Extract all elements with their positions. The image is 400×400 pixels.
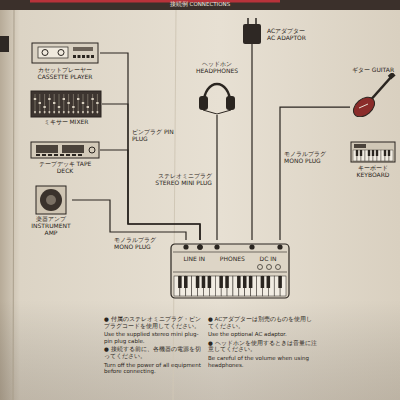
plug-label: モノラルプラグ MONO PLUG <box>284 150 334 164</box>
cable <box>100 150 200 240</box>
device-label: PHONES <box>220 255 245 262</box>
cassette-player: カセットプレーヤー CASSETTE PLAYER <box>30 40 100 80</box>
header-bar <box>0 0 400 10</box>
notes-column: ● 付属のステレオミニプラグ・ピンプラグコードを使用してください。 Use the… <box>104 316 202 377</box>
headphones: ヘッドホン HEADPHONES <box>192 60 242 114</box>
fold-line <box>173 10 176 400</box>
plug-label: ステレオミニプラグ STEREO MINI PLUG <box>150 172 212 186</box>
ac-adaptor: ACアダプター AC ADAPTOR <box>240 18 313 50</box>
cable <box>216 114 217 240</box>
note-text: Use the supplied stereo mini plug-pin pl… <box>104 331 202 344</box>
instrument-amp: 楽器アンプ INSTRUMENT AMP <box>30 185 72 237</box>
note-text: Turn off the power of all equipment befo… <box>104 362 202 375</box>
device-label: ACアダプター AC ADAPTOR <box>267 27 313 41</box>
note-text: ● 接続する前に、各機器の電源を切ってください。 <box>104 346 202 359</box>
device-label: 楽器アンプ INSTRUMENT AMP <box>30 215 72 237</box>
device-label: DC IN <box>260 255 277 262</box>
device-label: ミキサー MIXER <box>30 118 102 125</box>
label-box: ACアダプター AC ADAPTOR <box>267 27 313 41</box>
keyboard: キーボード KEYBOARD <box>350 140 396 178</box>
header-stripe <box>30 0 280 3</box>
cut-off-device <box>0 36 9 52</box>
device-label: ギター GUITAR <box>350 66 396 73</box>
cable <box>251 50 252 240</box>
note-text: Be careful of the volume when using head… <box>208 355 318 368</box>
note-text: ● ヘッドホンを使用するときは音量に注意してください。 <box>208 340 318 353</box>
header: 接続例 CONNECTIONS <box>0 1 400 8</box>
mixer: ミキサー MIXER <box>30 90 102 125</box>
device-label: キーボード KEYBOARD <box>350 164 396 178</box>
device-label: ヘッドホン HEADPHONES <box>192 60 242 74</box>
guitar: ギター GUITAR <box>350 66 396 117</box>
device-label: テープデッキ TAPE DECK <box>30 160 100 174</box>
cable <box>72 200 186 240</box>
device-label: LINE IN <box>183 255 205 262</box>
device-label: カセットプレーヤー CASSETTE PLAYER <box>30 66 100 80</box>
tape-deck: テープデッキ TAPE DECK <box>30 140 100 174</box>
plug-label: ピンプラグ PIN PLUG <box>132 128 177 142</box>
plug-label: モノラルプラグ MONO PLUG <box>114 236 164 250</box>
cable <box>280 107 350 240</box>
panel-row: LINE IN PHONES DC IN <box>170 240 290 262</box>
cable <box>100 53 200 240</box>
note-text: Use the optional AC adaptor. <box>208 331 318 338</box>
page-title: 接続例 CONNECTIONS <box>170 1 230 7</box>
note-text: ● 付属のステレオミニプラグ・ピンプラグコードを使用してください。 <box>104 316 202 329</box>
note-text: ● ACアダプターは別売のものを使用してください。 <box>208 316 318 329</box>
notes-column: ● ACアダプターは別売のものを使用してください。 Use the optiona… <box>208 316 318 370</box>
sampler-unit: LINE IN PHONES DC IN <box>170 240 290 300</box>
fold-line <box>13 10 14 400</box>
